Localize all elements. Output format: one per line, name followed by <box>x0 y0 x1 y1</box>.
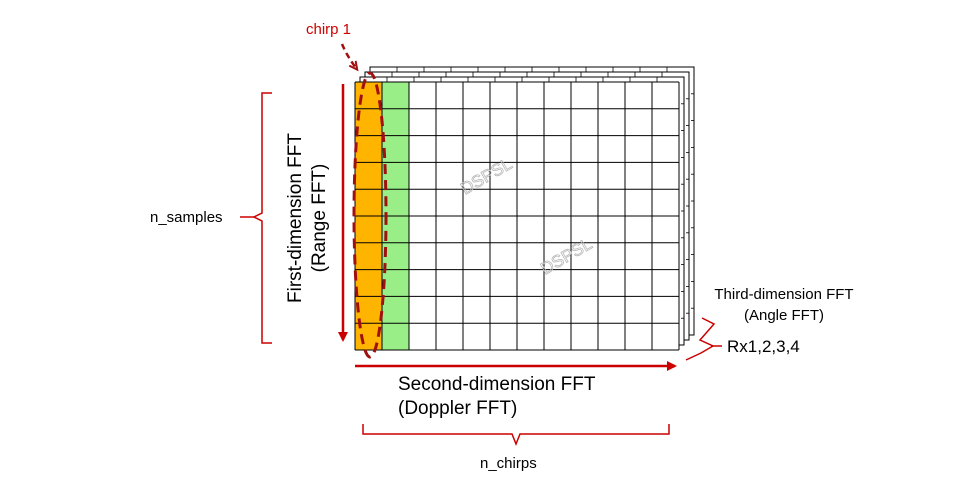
chirp-outline <box>352 71 388 359</box>
first-dim-label-line2: (Range FFT) <box>309 164 330 273</box>
n-samples-bracket <box>252 92 272 344</box>
second-dim-label-line2: (Doppler FFT) <box>398 398 517 419</box>
rx-label: Rx1,2,3,4 <box>727 337 800 356</box>
n-chirps-bracket <box>362 424 670 447</box>
chirp-label: chirp 1 <box>306 21 351 38</box>
third-dim-label-line2: (Angle FFT) <box>744 307 824 324</box>
third-dim-label-line1: Third-dimension FFT <box>714 286 853 303</box>
rx-bracket <box>685 317 716 361</box>
chirp-pointer-arrow <box>340 43 356 68</box>
n-chirps-label: n_chirps <box>480 455 537 472</box>
range-doppler-grid <box>354 81 680 351</box>
second-dim-label-line1: Second-dimension FFT <box>398 374 596 395</box>
n-samples-label: n_samples <box>150 209 223 226</box>
first-dim-label-line1: First-dimension FFT <box>285 133 306 303</box>
